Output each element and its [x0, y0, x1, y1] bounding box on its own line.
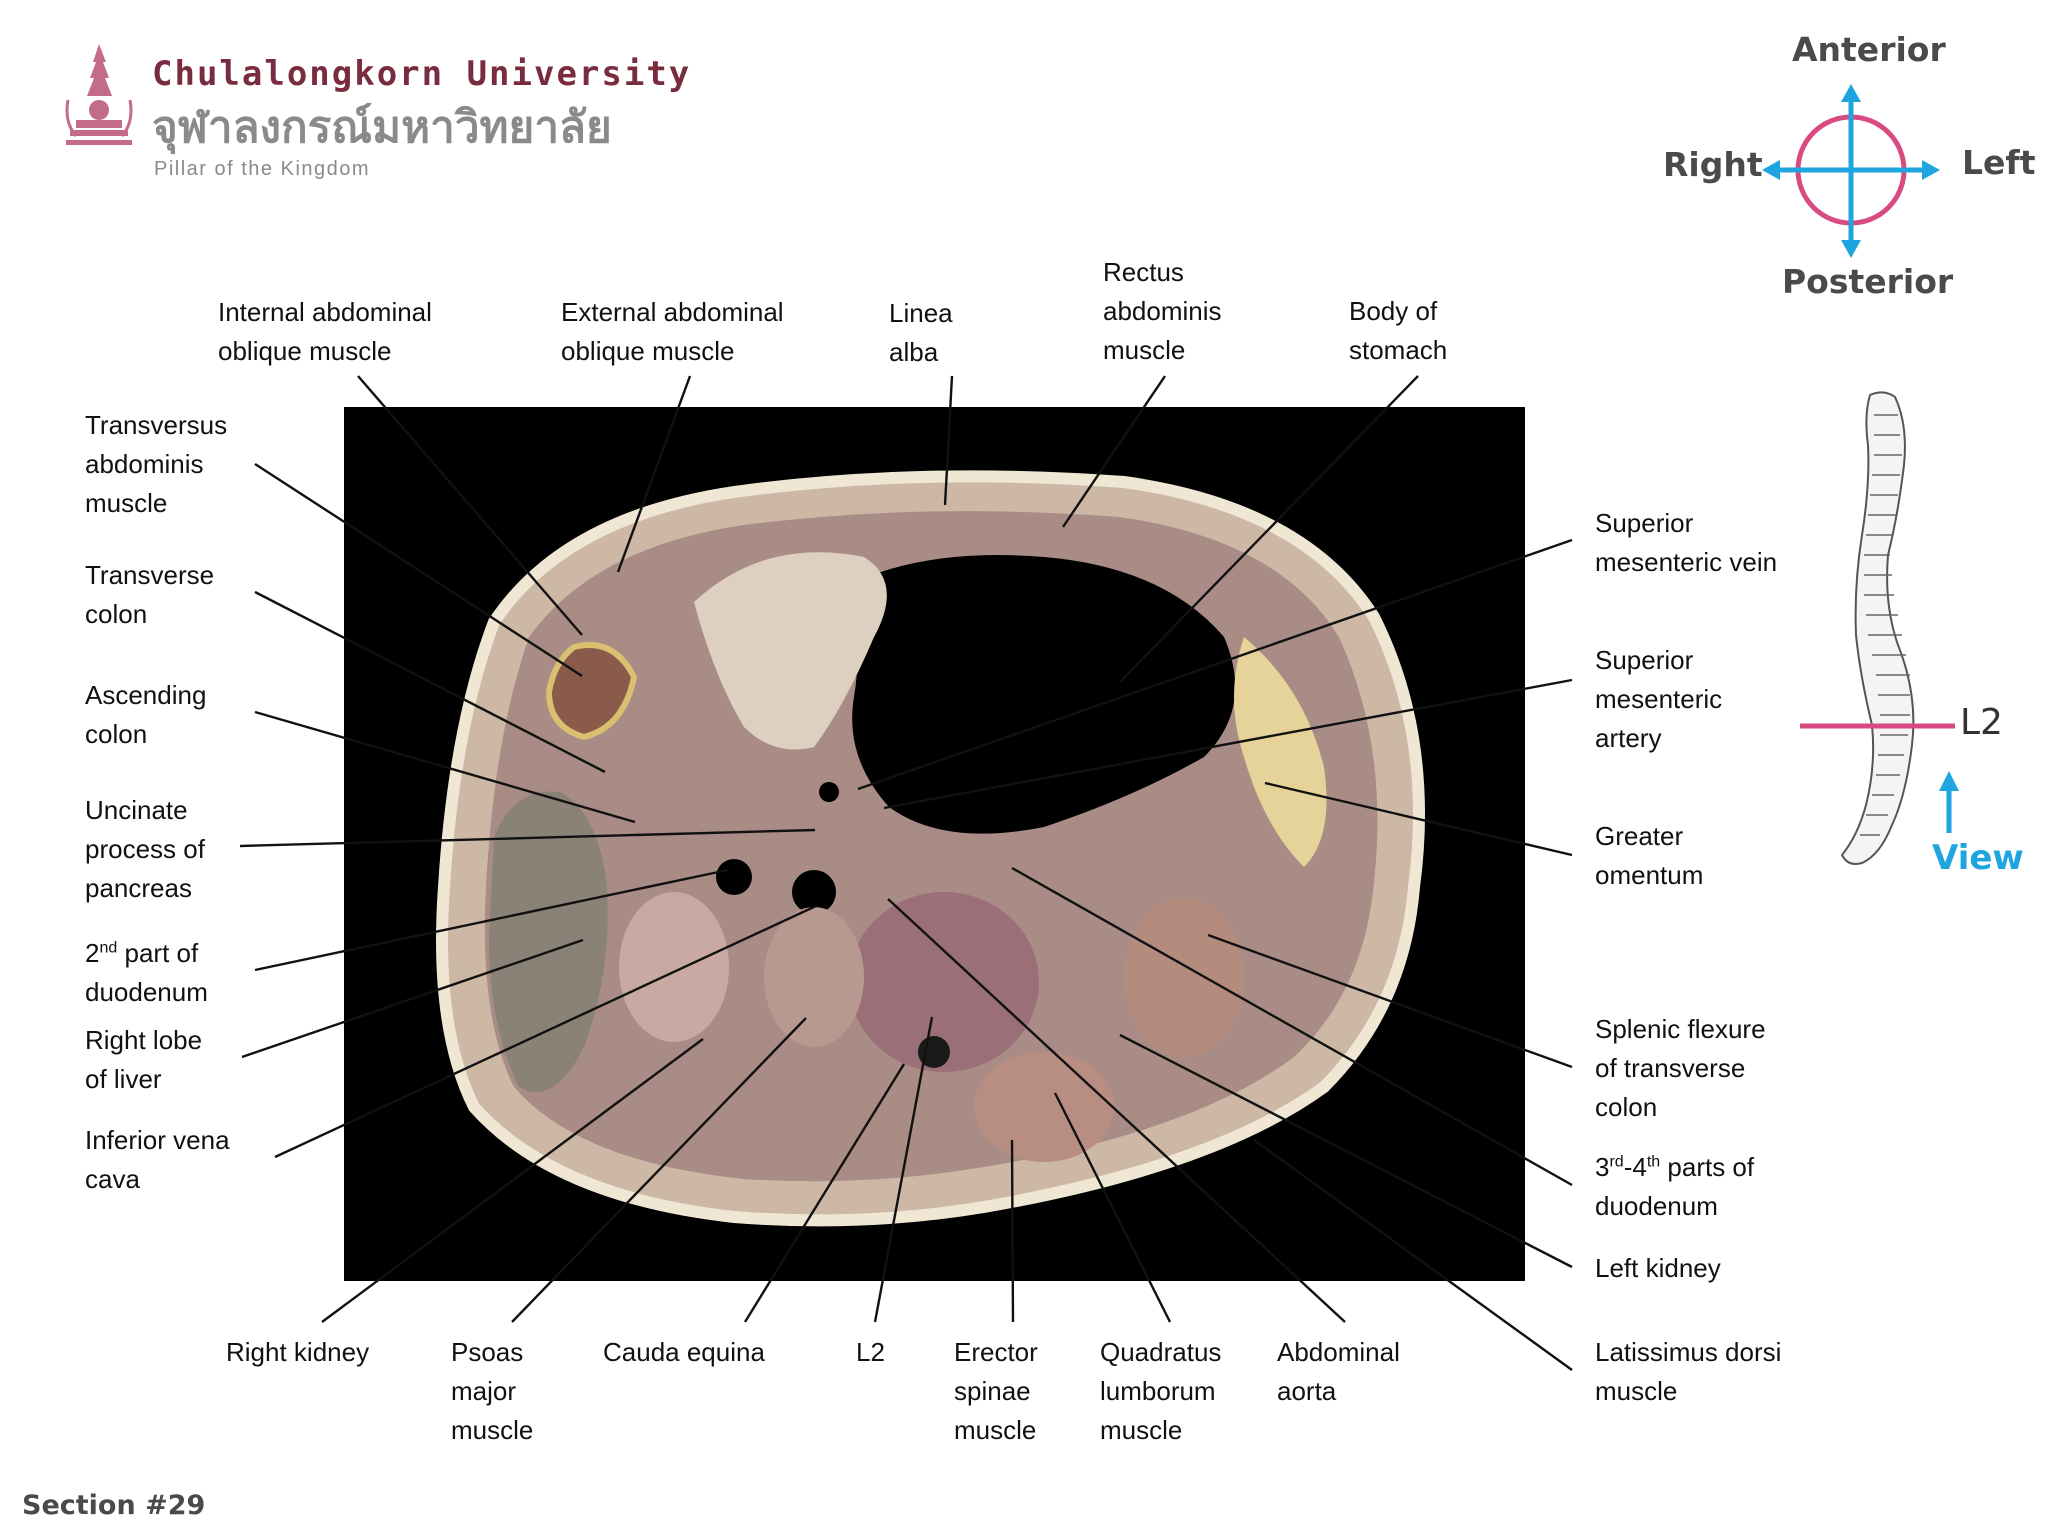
- l2-vertebral-body: [849, 892, 1039, 1072]
- label-l2: L2: [856, 1337, 885, 1367]
- leader-latissimus: [1253, 1139, 1573, 1371]
- posterior-label: Posterior: [1782, 262, 1954, 301]
- label-psoas: Psoas major muscle: [451, 1337, 534, 1445]
- label-transverse-colon: Transverse colon: [85, 560, 215, 629]
- label-quadratus: Quadratus lumborum muscle: [1100, 1337, 1222, 1445]
- leader-cauda-equina: [743, 1063, 906, 1323]
- orientation-compass: [1762, 84, 1940, 258]
- leader-rectus: [1062, 375, 1166, 528]
- leader-transverse-colon: [254, 590, 606, 774]
- leader-internal-oblique: [357, 375, 583, 636]
- label-cauda-equina: Cauda equina: [603, 1337, 765, 1367]
- arrow-left-icon: [1762, 160, 1780, 180]
- leader-splenic-flexure: [1207, 933, 1573, 1069]
- label-ivc: Inferior vena cava: [85, 1125, 230, 1194]
- anterior-label: Anterior: [1792, 30, 1946, 69]
- psoas-major: [764, 907, 864, 1047]
- university-tagline: Pillar of the Kingdom: [154, 158, 371, 180]
- view-label: View: [1932, 838, 2024, 878]
- leader-body-stomach: [1119, 375, 1419, 683]
- label-rectus: Rectus abdominis muscle: [1103, 257, 1222, 365]
- label-erector: Erector spinae muscle: [954, 1337, 1038, 1445]
- label-aorta: Abdominal aorta: [1277, 1337, 1400, 1406]
- leader-duodenum34: [1011, 866, 1573, 1187]
- leader-ascending-colon: [254, 710, 636, 824]
- leader-ivc: [274, 904, 817, 1159]
- greater-omentum: [1234, 637, 1327, 867]
- arrow-right-icon: [1922, 160, 1940, 180]
- left-label: Left: [1962, 143, 2036, 182]
- label-linea-alba: Linea alba: [889, 298, 953, 367]
- university-name-en: Chulalongkorn University: [152, 54, 692, 94]
- arrow-down-icon: [1841, 240, 1861, 258]
- leader-erector: [1010, 1139, 1015, 1323]
- stomach-wall: [694, 552, 887, 750]
- leader-quadratus: [1053, 1092, 1172, 1323]
- chulalongkorn-crest-icon: [65, 44, 133, 145]
- leader-right-kidney: [321, 1038, 704, 1323]
- smv-lumen: [819, 782, 839, 802]
- right-label: Right: [1663, 145, 1763, 184]
- leader-aorta: [887, 898, 1346, 1323]
- l2-level-label: L2: [1960, 702, 2003, 743]
- label-duodenum-2nd: 2nd part of duodenum: [85, 938, 208, 1007]
- label-latissimus: Latissimus dorsi muscle: [1595, 1337, 1782, 1406]
- label-right-lobe-liver: Right lobe of liver: [85, 1025, 203, 1094]
- label-body-stomach: Body of stomach: [1349, 296, 1448, 365]
- stomach-cavity: [844, 555, 1236, 834]
- leader-l2: [873, 1016, 934, 1323]
- leader-linea-alba: [943, 375, 954, 506]
- label-sma: Superior mesenteric artery: [1595, 645, 1723, 753]
- arrow-up-icon: [1841, 84, 1861, 102]
- label-duodenum-3rd-4th: 3rd-4th parts of duodenum: [1595, 1152, 1755, 1221]
- label-greater-omentum: Greater omentum: [1595, 821, 1704, 890]
- erector-spinae: [974, 1052, 1114, 1162]
- leader-duodenum2: [254, 868, 729, 972]
- leader-right-lobe-liver: [241, 938, 584, 1059]
- spine-inset: [1800, 391, 1959, 865]
- label-internal-oblique: Internal abdominal oblique muscle: [218, 297, 432, 366]
- label-external-oblique: External abdominal oblique muscle: [561, 297, 784, 366]
- label-smv: Superior mesenteric vein: [1595, 508, 1778, 577]
- leader-psoas: [511, 1017, 807, 1323]
- leader-transversus: [254, 462, 583, 678]
- label-uncinate: Uncinate process of pancreas: [85, 795, 205, 903]
- label-right-kidney: Right kidney: [226, 1337, 370, 1367]
- leader-left-kidney: [1119, 1033, 1573, 1269]
- university-logo: [62, 40, 137, 150]
- leader-greater-omentum: [1264, 781, 1573, 857]
- right-kidney: [619, 892, 729, 1042]
- view-arrow-icon: [1939, 771, 1959, 791]
- leader-uncinate: [239, 828, 816, 848]
- label-splenic-flexure: Splenic flexure of transverse colon: [1595, 1014, 1766, 1122]
- label-ascending-colon: Ascending colon: [85, 680, 207, 749]
- label-left-kidney: Left kidney: [1595, 1253, 1721, 1283]
- ivc-lumen: [792, 870, 836, 914]
- cross-section-specimen: [436, 470, 1425, 1227]
- vertebral-column: [1840, 391, 1915, 865]
- university-name-th: จุฬาลงกรณ์มหาวิทยาลัย: [152, 102, 612, 153]
- leader-sma: [883, 678, 1573, 810]
- leader-smv: [857, 538, 1573, 791]
- label-transversus: Transversus abdominis muscle: [85, 410, 228, 518]
- aorta-lumen: [716, 859, 752, 895]
- leader-external-oblique: [616, 375, 692, 573]
- section-number: Section #29: [22, 1490, 206, 1521]
